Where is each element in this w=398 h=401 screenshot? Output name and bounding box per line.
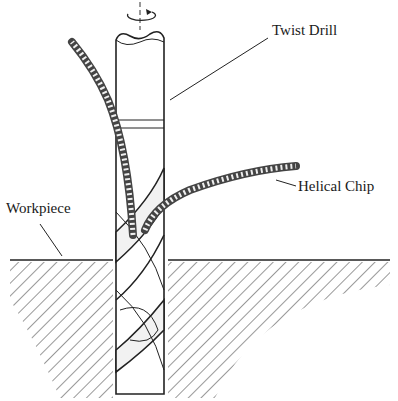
leader-line: [40, 224, 62, 256]
workpiece-surface: [168, 259, 390, 261]
workpiece-surface: [10, 259, 113, 261]
leader-line: [276, 180, 296, 186]
drill-axis: [140, 2, 141, 30]
part-label: Helical Chip: [298, 178, 374, 195]
leader-line: [170, 38, 268, 100]
part-label: Workpiece: [6, 200, 71, 217]
rotation-arrow: [128, 12, 156, 20]
part-label: Twist Drill: [272, 22, 337, 39]
workpiece-hatching: [10, 262, 390, 398]
helical-chip: [72, 42, 133, 235]
helical-chip: [145, 166, 296, 230]
